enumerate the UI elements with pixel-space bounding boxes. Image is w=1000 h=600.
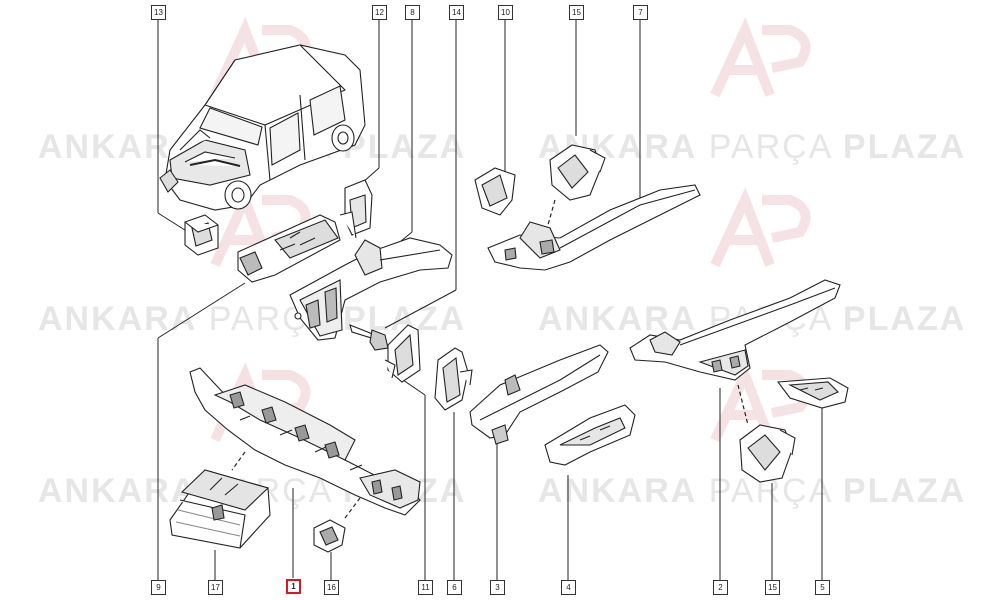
part-7-side-member: [487, 184, 701, 271]
callout-10: 10: [498, 5, 513, 20]
part-13-bracket: [184, 214, 219, 256]
part-11-bracket: [384, 324, 421, 383]
part-17-absorber: [169, 469, 271, 549]
callout-7: 7: [633, 5, 648, 20]
callout-9: 9: [151, 580, 166, 595]
part-4-plate: [544, 404, 636, 466]
callout-15: 15: [569, 5, 584, 20]
callout-8: 8: [405, 5, 420, 20]
part-15-bracket-lower: [739, 424, 796, 483]
callout-5: 5: [815, 580, 830, 595]
part-8-side-member: [289, 237, 453, 341]
part-15-bracket-upper: [549, 144, 606, 201]
van-illustration: [159, 44, 366, 211]
callout-15-lower: 15: [765, 580, 780, 595]
part-12-bracket: [339, 179, 373, 239]
callout-13: 13: [151, 5, 166, 20]
callout-11: 11: [418, 580, 433, 595]
leader-lines: [157, 18, 823, 580]
part-2-side-member: [629, 279, 841, 381]
callout-16: 16: [324, 580, 339, 595]
callout-17: 17: [208, 580, 223, 595]
part-6-bracket: [434, 347, 473, 411]
part-5-bracket: [776, 377, 849, 409]
part-3-side-member: [469, 344, 609, 445]
part-1-bumper-beam: [189, 367, 421, 516]
part-16-clip: [313, 519, 346, 553]
callout-6: 6: [447, 580, 462, 595]
assembly-lines: [231, 199, 749, 519]
callout-1-highlighted: 1: [286, 579, 301, 594]
callout-3: 3: [490, 580, 505, 595]
callout-4: 4: [561, 580, 576, 595]
callout-14: 14: [449, 5, 464, 20]
part-14-bolt: [349, 324, 389, 351]
callout-2: 2: [713, 580, 728, 595]
callout-12: 12: [372, 5, 387, 20]
part-10-bracket: [474, 167, 516, 216]
part-9-plate: [237, 214, 341, 283]
